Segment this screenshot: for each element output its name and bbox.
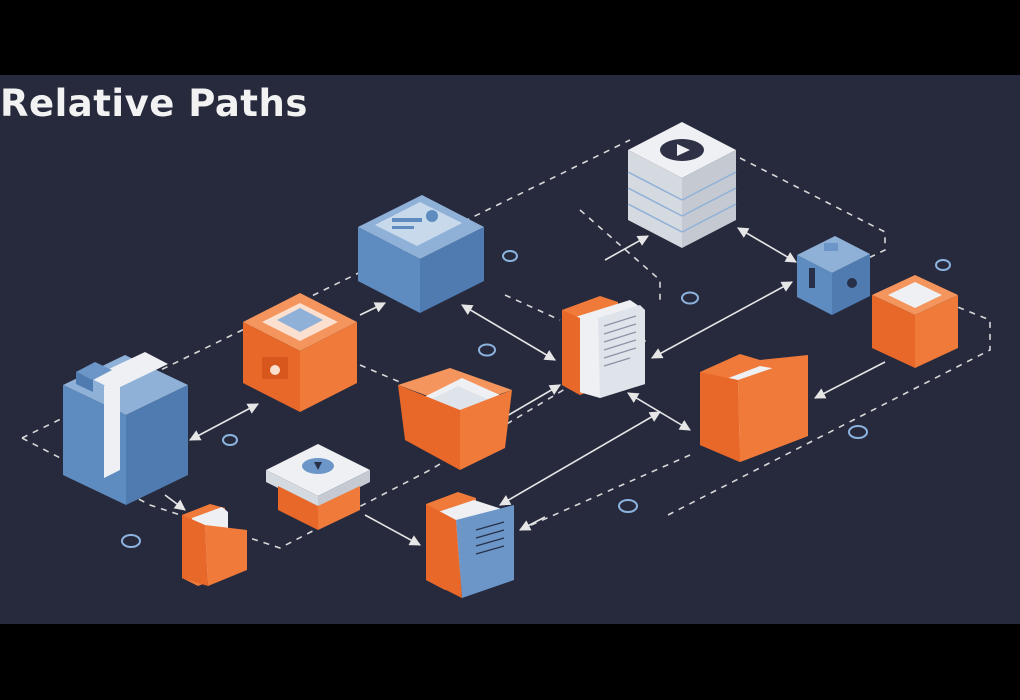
connector-arrow <box>651 281 793 359</box>
bottom-dashed-path <box>519 454 691 531</box>
ring-node <box>121 534 141 548</box>
document-folder-icon <box>562 296 645 398</box>
ring-node <box>935 259 951 271</box>
right-dashed-path <box>667 299 991 516</box>
ring-node <box>222 434 238 446</box>
blue-box-icon <box>358 195 484 313</box>
blue-cabinet-icon <box>63 352 188 505</box>
download-box-icon <box>266 444 370 530</box>
connectors <box>164 227 886 546</box>
ring-node <box>848 425 868 439</box>
outer-dashed-path-right <box>739 157 886 263</box>
ring-node <box>478 343 496 357</box>
ring-node <box>681 291 699 305</box>
connector-arrow <box>499 411 661 506</box>
connector-arrow <box>364 514 421 546</box>
orange-box-icon <box>243 293 357 412</box>
large-folder-icon <box>700 354 808 462</box>
open-folder-icon <box>398 368 512 470</box>
ring-nodes <box>121 250 951 548</box>
small-folder-icon <box>182 504 247 586</box>
ring-node <box>502 250 518 262</box>
connector-arrow <box>189 403 259 441</box>
connector-arrow <box>359 302 387 316</box>
connector-arrow <box>519 516 546 531</box>
connector-arrow <box>737 227 797 263</box>
connector-arrow <box>461 304 556 361</box>
slide-title: Relative Paths <box>0 82 308 125</box>
connector-arrow <box>164 494 186 511</box>
connector-arrow <box>814 361 886 399</box>
ring-node <box>618 499 638 513</box>
dashed-outlines <box>21 139 991 549</box>
orange-open-box-icon <box>872 275 958 368</box>
folder-cabinet-icon <box>426 492 514 598</box>
blue-safe-icon <box>797 236 870 315</box>
server-stack-icon <box>627 122 737 248</box>
connector-arrow <box>604 235 649 261</box>
